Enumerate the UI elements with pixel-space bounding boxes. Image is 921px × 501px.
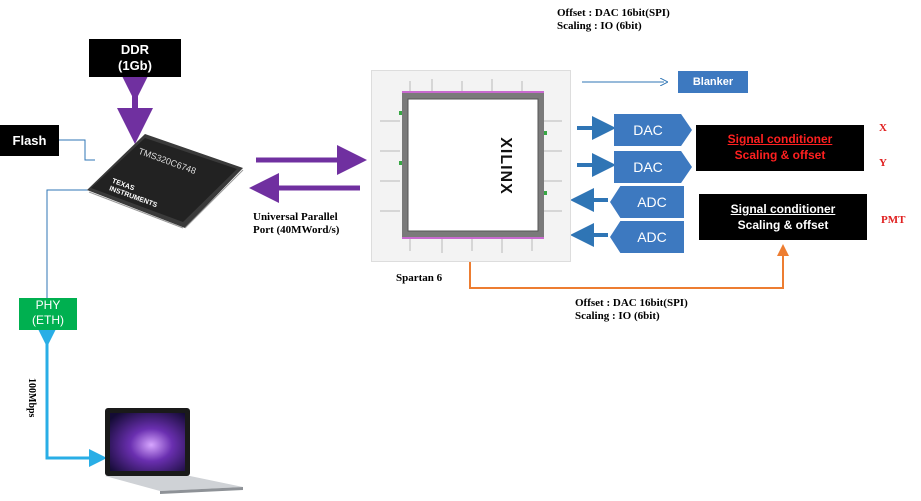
fpga-chip-graphic [380,79,562,253]
fpga-name: Spartan 6 [396,272,443,284]
signal-conditioner-xy: Signal conditioner Scaling & offset [696,125,864,171]
dac-2-label: DAC [633,159,663,175]
dsp-chip: TMS320C6748 TEXAS INSTRUMENTS [85,128,245,230]
bottom-note-line2: Scaling : IO (6bit) [575,310,660,322]
upp-label: Universal Parallel Port (40MWord/s) [253,211,339,237]
link-speed-label: 100Mbps [26,378,37,418]
sc-pmt-sub: Scaling & offset [737,218,829,232]
adc-block-1: ADC [610,186,684,218]
phy-block: PHY (ETH) [19,298,77,330]
ethernet-link-arrow [38,329,107,467]
sc-pmt-title: Signal conditioner [730,202,836,216]
xilinx-logo: XILINX [496,137,514,195]
control-path-arrow [469,244,789,289]
top-note: Offset : DAC 16bit(SPI) Scaling : IO (6b… [557,7,670,33]
flash-label: Flash [12,133,47,148]
top-note-line1: Offset : DAC 16bit(SPI) [557,7,670,19]
blanker-label: Blanker [692,76,734,88]
phy-type: (ETH) [32,313,64,327]
dac-1-label: DAC [633,122,663,138]
upp-label-line2: Port (40MWord/s) [253,224,340,236]
fpga-chip: XILINX [371,70,571,262]
output-pmt: PMT [881,214,906,226]
ddr-size: (1Gb) [118,58,152,73]
signal-conditioner-pmt: Signal conditioner Scaling & offset [699,194,867,240]
adc-block-2: ADC [610,221,684,253]
sc-xy-sub: Scaling & offset [734,148,826,162]
bottom-note: Offset : DAC 16bit(SPI) Scaling : IO (6b… [575,297,688,323]
adc-2-label: ADC [637,229,667,245]
blanker-block: Blanker [678,71,748,93]
output-x: X [879,122,887,134]
adc-1-label: ADC [637,194,667,210]
laptop-icon [105,408,243,494]
sc-xy-title: Signal conditioner [727,132,833,146]
flash-block: Flash [0,125,59,156]
phy-label: PHY [35,298,61,312]
ddr-label: DDR [120,42,150,57]
dac-block-1: DAC [614,114,692,146]
bottom-note-line1: Offset : DAC 16bit(SPI) [575,297,688,309]
dac-block-2: DAC [614,151,692,183]
upp-label-line1: Universal Parallel [253,211,338,223]
top-note-line2: Scaling : IO (6bit) [557,20,642,32]
dsp-chip-graphic [87,134,244,229]
ddr-block: DDR (1Gb) [89,39,181,77]
laptop [100,405,245,495]
output-y: Y [879,157,887,169]
